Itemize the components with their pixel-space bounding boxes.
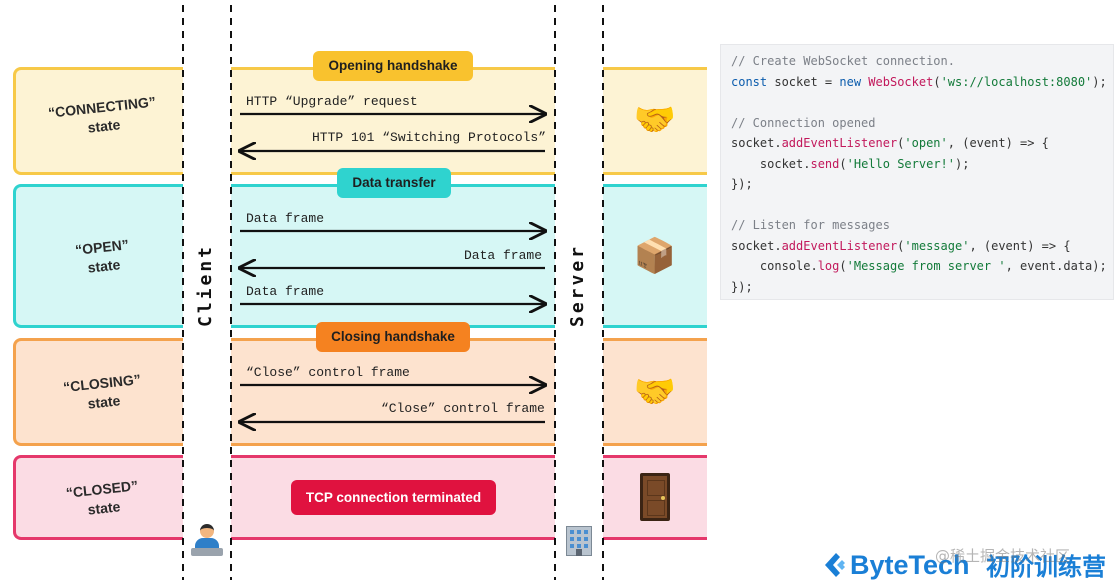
package-icon: 📦 [633, 237, 677, 275]
code-line: // Connection opened [731, 115, 876, 130]
message-label: Data frame [246, 211, 325, 226]
connecting-state-band-right [603, 67, 707, 175]
technologist-icon [191, 524, 223, 556]
tcp-terminated-pill: TCP connection terminated [291, 480, 496, 515]
code-line [731, 92, 1113, 113]
message-label: Data frame [246, 284, 325, 299]
code-line: console.log('Message from server ', even… [731, 259, 1107, 273]
bytetech-logo [822, 552, 846, 578]
data-transfer-pill: Data transfer [337, 168, 451, 198]
handshake-icon: 🤝 [633, 373, 677, 411]
handshake-icon: 🤝 [633, 101, 677, 139]
open-state-band-left [13, 184, 183, 328]
code-line: // Create WebSocket connection. [731, 54, 955, 68]
code-line [731, 195, 1113, 216]
message-label: “Close” control frame [381, 401, 545, 416]
opening-handshake-pill: Opening handshake [313, 51, 473, 81]
code-line: }); [731, 177, 753, 191]
code-line: socket.addEventListener('message', (even… [731, 238, 1071, 253]
message-label: Data frame [464, 248, 543, 263]
message-label: “Close” control frame [246, 365, 410, 380]
closing-handshake-pill: Closing handshake [316, 322, 470, 352]
door-icon [640, 473, 670, 521]
connecting-state-band-middle [231, 67, 555, 175]
office-building-icon [563, 524, 595, 556]
code-panel: // Create WebSocket connection. const so… [720, 44, 1114, 300]
code-line: }); [731, 279, 753, 294]
server-label: Server [567, 243, 588, 327]
closing-state-band-left [13, 338, 183, 446]
closed-state-band-left [13, 455, 183, 540]
closing-state-band-right [603, 338, 707, 446]
code-line: const socket = new WebSocket('ws://local… [731, 74, 1107, 89]
connecting-state-band-left [13, 67, 183, 175]
message-label: HTTP 101 “Switching Protocols” [312, 130, 547, 145]
bytetech-subtitle: 初阶训练营 [986, 553, 1106, 581]
code-line: socket.send('Hello Server!'); [731, 156, 970, 171]
open-state-band-right [603, 184, 707, 328]
code-line: // Listen for messages [731, 218, 890, 232]
bytetech-logo-text: ByteTech [850, 550, 970, 580]
code-line: socket.addEventListener('open', (event) … [731, 136, 1049, 150]
message-label: HTTP “Upgrade” request [246, 94, 418, 109]
watermark: @稀土掘金技术社区 [935, 547, 1071, 565]
client-label: Client [195, 243, 216, 327]
